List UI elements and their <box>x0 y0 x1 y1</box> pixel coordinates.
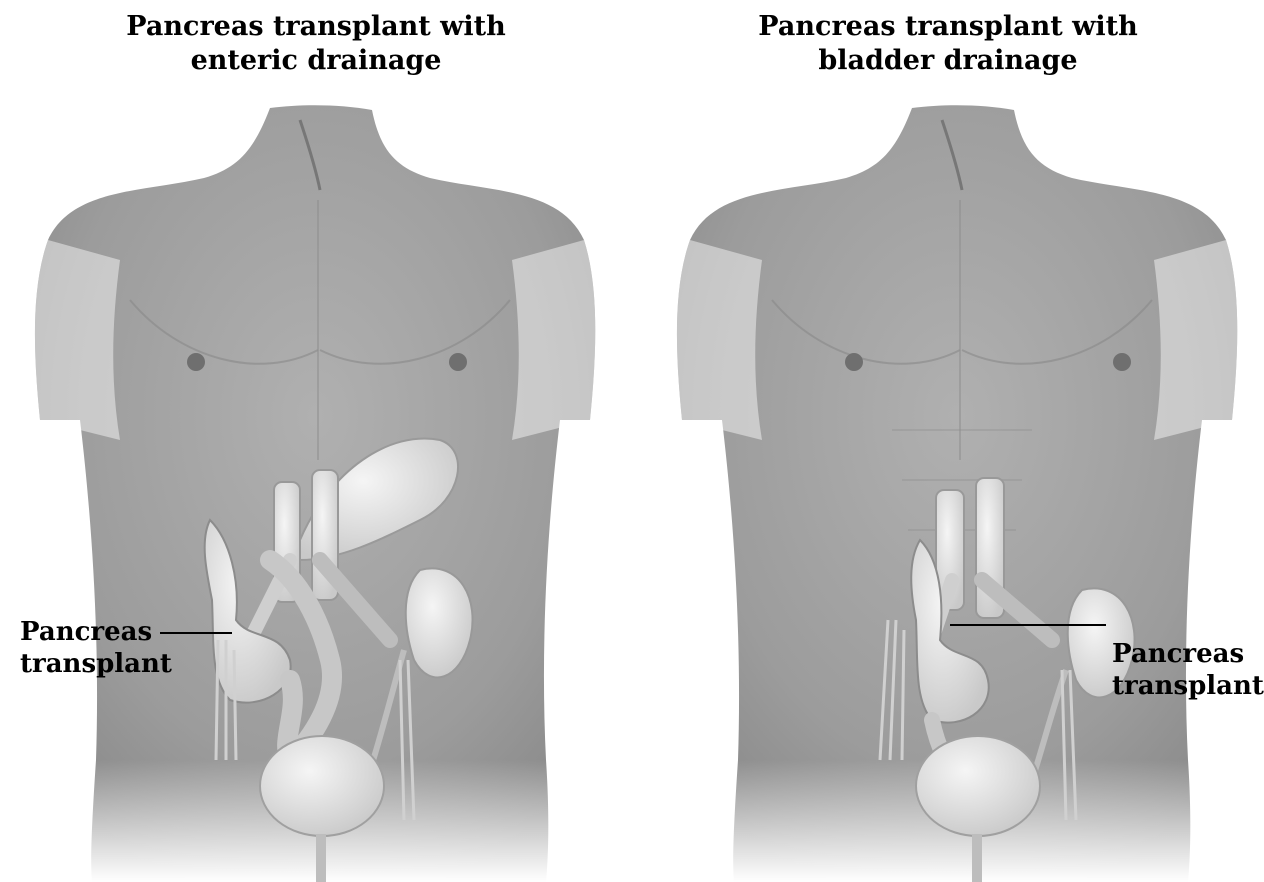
title-line-2: enteric drainage <box>0 44 632 78</box>
bladder <box>916 736 1040 836</box>
panel-title-bladder: Pancreas transplant with bladder drainag… <box>632 10 1264 78</box>
bladder-drainage-panel: Pancreas transplant with bladder drainag… <box>632 0 1264 882</box>
bladder <box>260 736 384 836</box>
enteric-drainage-illustration <box>0 0 632 882</box>
label-line-2: transplant <box>1112 670 1264 702</box>
label-line-2: transplant <box>20 648 172 680</box>
title-line-1: Pancreas transplant with <box>632 10 1264 44</box>
kidney <box>406 568 473 677</box>
pancreas-transplant-label: Pancreas transplant <box>1112 638 1264 702</box>
bladder-drainage-illustration <box>632 0 1264 882</box>
label-line-1: Pancreas <box>1112 638 1264 670</box>
label-line-1: Pancreas <box>20 616 172 648</box>
enteric-drainage-panel: Pancreas transplant with enteric drainag… <box>0 0 632 882</box>
pancreas-transplant-label: Pancreas transplant <box>20 616 172 680</box>
pancreas-leader-line <box>950 624 1106 626</box>
title-line-2: bladder drainage <box>632 44 1264 78</box>
panel-title-enteric: Pancreas transplant with enteric drainag… <box>0 10 632 78</box>
title-line-1: Pancreas transplant with <box>0 10 632 44</box>
